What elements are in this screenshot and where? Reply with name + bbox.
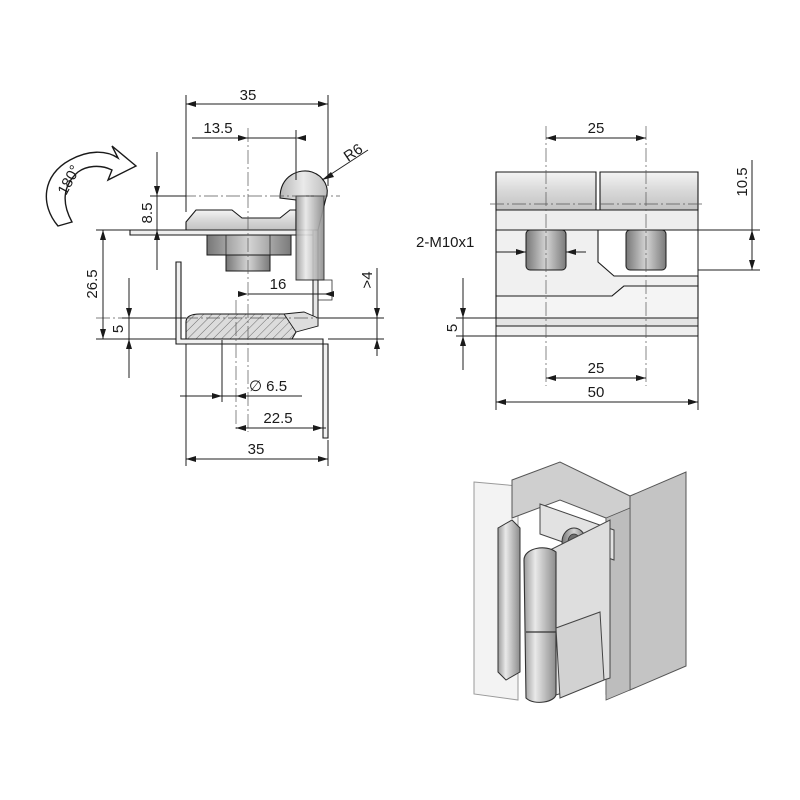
dim-22-5: 22.5 xyxy=(236,410,326,431)
lower-leaf xyxy=(175,261,329,439)
dim-35-top: 35 xyxy=(185,87,329,212)
frame-side xyxy=(629,471,687,691)
dim-35-bottom: 35 xyxy=(185,344,329,466)
dim-label: 25 xyxy=(588,120,605,137)
dim-5-front: 5 xyxy=(444,278,496,370)
hinge-barrel-3d xyxy=(523,547,557,703)
dim-label: >4 xyxy=(359,271,376,288)
dim-25-bottom: 25 xyxy=(546,360,646,381)
dim-25-top: 25 xyxy=(546,120,646,141)
dim-label: R6 xyxy=(341,140,366,165)
dim-label: 13.5 xyxy=(203,120,232,137)
dim-dia-6-5: ∅ 6.5 xyxy=(180,340,302,402)
rotation-arrow-icon: 180° xyxy=(45,145,138,227)
dim-r6: R6 xyxy=(321,140,369,181)
dim-label: 10.5 xyxy=(734,167,751,196)
plate-top xyxy=(495,209,699,231)
nut xyxy=(206,234,292,272)
dim-50: 50 xyxy=(495,336,699,410)
upper-leaf xyxy=(185,209,297,231)
plate-edge xyxy=(495,317,699,327)
dim-label: 22.5 xyxy=(263,410,292,427)
isometric-view xyxy=(473,461,687,703)
dim-label: 8.5 xyxy=(139,203,156,224)
dim-label: 35 xyxy=(248,441,265,458)
dim-label: 5 xyxy=(110,325,127,333)
dim-label: 25 xyxy=(588,360,605,377)
lower-tongue xyxy=(555,611,605,699)
side-view: 180° xyxy=(45,87,384,466)
front-view: 25 10.5 2-M10x1 5 xyxy=(416,120,760,410)
leaf-tip xyxy=(283,311,319,333)
dim-label: 16 xyxy=(270,276,287,293)
dim-5-left: 5 xyxy=(110,278,186,378)
dim-label: 5 xyxy=(444,324,461,332)
dim-10-5: 10.5 xyxy=(698,160,760,271)
dim-16: 16 xyxy=(238,276,334,297)
thread-callout: 2-M10x1 xyxy=(416,234,586,255)
dim-label: 35 xyxy=(240,87,257,104)
dim-13-5: 13.5 xyxy=(192,120,306,180)
dim-label: ∅ 6.5 xyxy=(249,378,287,395)
dim-26-5: 26.5 xyxy=(84,229,176,340)
plate-bottom xyxy=(495,325,699,337)
hinge-barrel xyxy=(295,195,325,281)
dim-label: 50 xyxy=(588,384,605,401)
dim-gt4: >4 xyxy=(318,268,384,356)
dim-label: 26.5 xyxy=(84,269,101,298)
left-leaf-3d xyxy=(497,519,521,681)
thread-callout-label: 2-M10x1 xyxy=(416,234,474,251)
loop-detail xyxy=(318,279,333,301)
dim-8-5: 8.5 xyxy=(139,152,186,270)
